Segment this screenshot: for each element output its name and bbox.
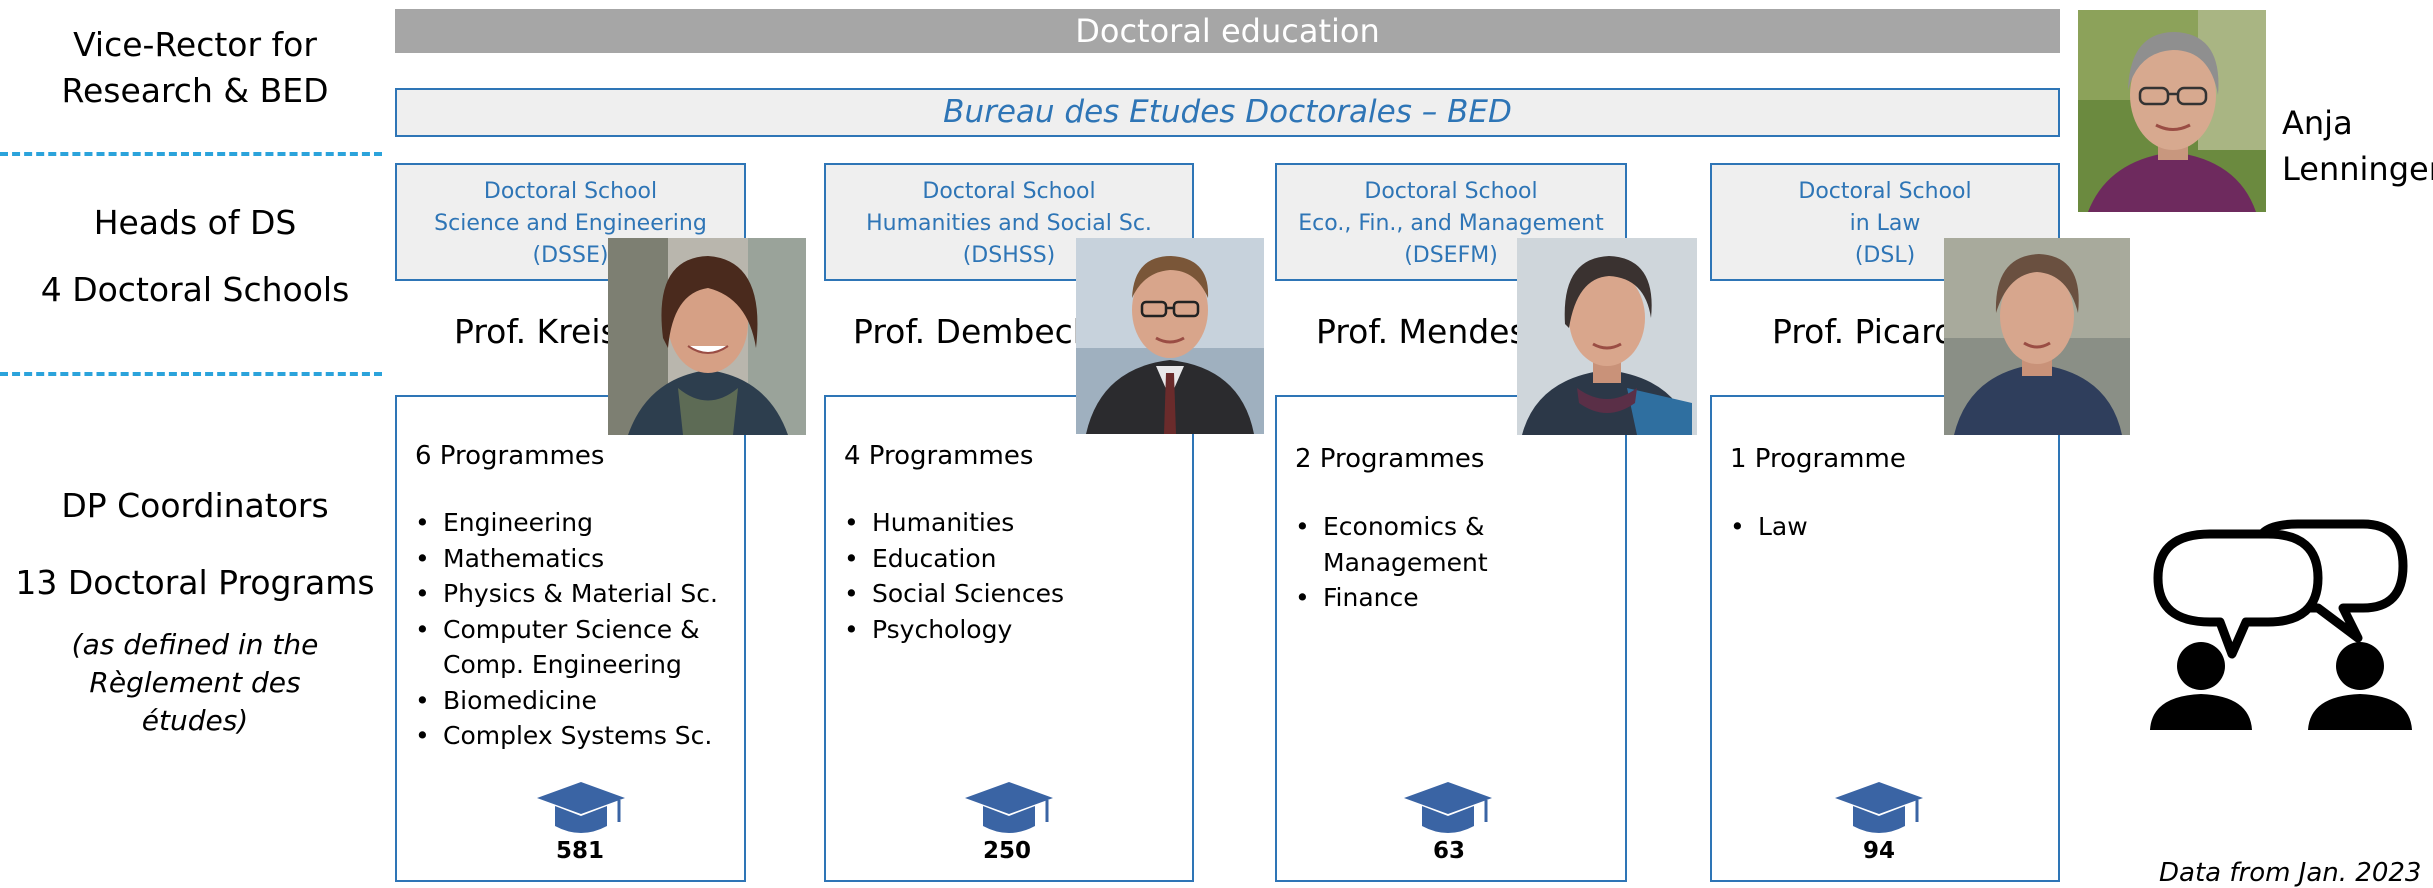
coordinators-label: DP Coordinators [61, 486, 329, 525]
programmes-list: Law [1730, 509, 1808, 545]
programs-count-label: 13 Doctoral Programs [15, 563, 375, 602]
programmes-title: 4 Programmes [844, 441, 1034, 471]
prof-mendes: Prof. Mendes [1316, 312, 1527, 351]
school-head-line: (DSL) [1854, 243, 1916, 268]
school-head-dsl: Doctoral School in Law (DSL) [1710, 163, 2060, 281]
student-count: 250 [982, 838, 1031, 864]
programme-item: Physics & Material Sc. [415, 576, 718, 612]
school-head-line: (DSSE) [532, 243, 609, 268]
programme-item: Law [1730, 509, 1808, 545]
programmes-title: 2 Programmes [1295, 444, 1485, 474]
school-head-line: Doctoral School [1798, 179, 1972, 204]
vice-rector-label: Vice-Rector for Research & BED [61, 25, 329, 110]
programme-item: Humanities [844, 505, 1064, 541]
mendes-photo [1517, 238, 1697, 435]
student-count: 94 [1862, 838, 1895, 864]
programme-item: Complex Systems Sc. [415, 718, 718, 754]
programme-item: Mathematics [415, 541, 718, 577]
programme-item: Computer Science & [415, 612, 718, 648]
school-head-line: Doctoral School [1364, 179, 1538, 204]
schools-count-label: 4 Doctoral Schools [40, 270, 350, 309]
school-head-line: Doctoral School [922, 179, 1096, 204]
prof-picard: Prof. Picard [1772, 312, 1956, 351]
school-head-line: Eco., Fin., and Management [1298, 211, 1604, 236]
programmes-list: Economics & Management Finance [1295, 509, 1488, 616]
student-count: 63 [1432, 838, 1465, 864]
school-head-line: Humanities and Social Sc. [866, 211, 1152, 236]
programme-item: Biomedicine [415, 683, 718, 719]
programme-item: Social Sciences [844, 576, 1064, 612]
heads-label: Heads of DS [93, 203, 297, 242]
programme-item: Economics & [1295, 509, 1488, 545]
dembeck-photo [1076, 238, 1264, 434]
anja-name: Anja Lenninger [2282, 100, 2433, 192]
programme-item: Engineering [415, 505, 718, 541]
anja-last-name: Lenninger [2282, 150, 2433, 188]
divider-1 [0, 152, 382, 156]
programmes-box-dsefm: 2 Programmes Economics & Management Fina… [1275, 395, 1627, 882]
doctoral-education-banner: Doctoral education [395, 9, 2060, 53]
kreis-photo [608, 238, 806, 435]
defined-note: (as defined in the Règlement des études) [71, 628, 319, 737]
programme-item: Education [844, 541, 1064, 577]
programme-item: Finance [1295, 580, 1488, 616]
school-head-line: Science and Engineering [434, 211, 707, 236]
prof-kreis: Prof. Kreis [454, 312, 618, 351]
divider-2 [0, 372, 382, 376]
anja-first-name: Anja [2282, 104, 2353, 142]
data-source-footnote: Data from Jan. 2023 [2159, 858, 2422, 888]
graduation-cap-icon [1835, 782, 1923, 833]
graduation-cap-icon [537, 782, 625, 833]
picard-photo [1944, 238, 2130, 435]
programme-item-continued: Management [1323, 547, 1488, 577]
anja-photo [2078, 10, 2266, 212]
prof-dembeck: Prof. Dembeck [853, 312, 1092, 351]
student-count: 581 [555, 838, 604, 864]
school-head-line: Doctoral School [483, 179, 658, 204]
programmes-list: Humanities Education Social Sciences Psy… [844, 505, 1064, 647]
programme-item-continued: Comp. Engineering [443, 650, 682, 679]
school-head-line: in Law [1849, 211, 1921, 236]
programmes-title: 6 Programmes [415, 441, 605, 471]
programme-item: Psychology [844, 612, 1064, 648]
school-head-line: (DSEFM) [1404, 243, 1498, 268]
graduation-cap-icon [965, 782, 1053, 833]
bed-banner: Bureau des Etudes Doctorales – BED [395, 88, 2060, 137]
graduation-cap-icon [1404, 782, 1492, 833]
discussion-people-icon [2150, 519, 2412, 730]
programmes-list: Engineering Mathematics Physics & Materi… [415, 505, 718, 754]
programmes-title: 1 Programme [1730, 444, 1906, 474]
school-head-dsefm: Doctoral School Eco., Fin., and Manageme… [1275, 163, 1627, 281]
school-head-line: (DSHSS) [962, 243, 1056, 268]
